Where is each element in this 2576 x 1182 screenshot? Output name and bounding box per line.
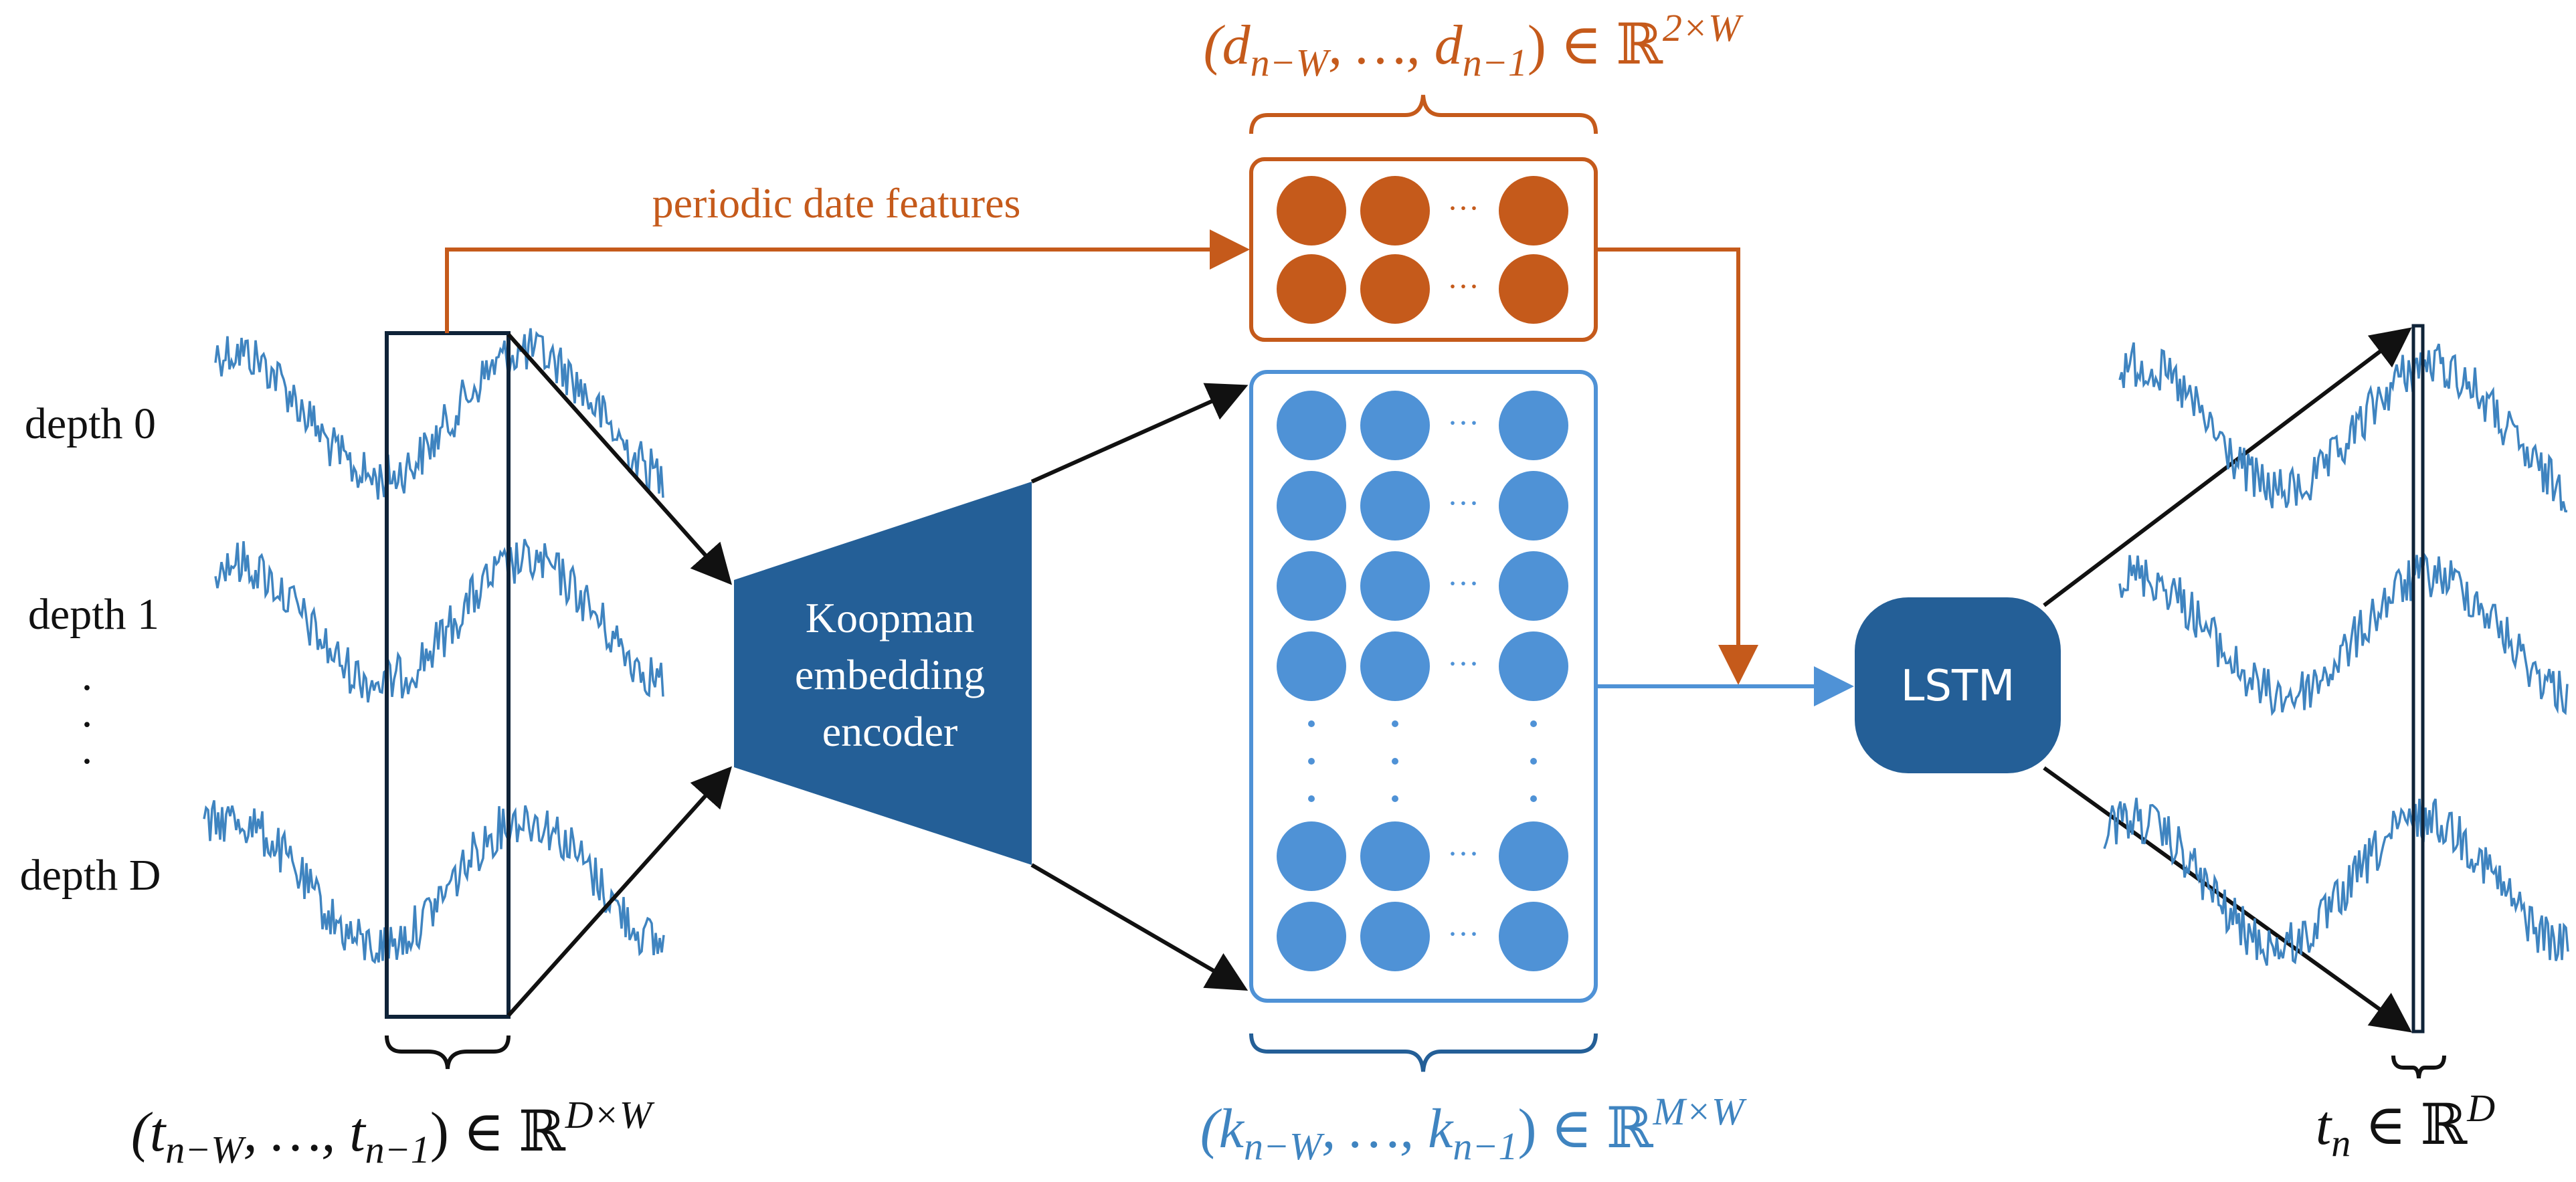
date-features-formula: (dn−W, …, dn−1) ∈ ℝ2×W [1204, 6, 1744, 84]
koopman-vdots [1308, 795, 1315, 802]
koopman-embedding-nodes: ··· ··· ··· ··· ··· ··· [1277, 391, 1568, 971]
arrow-encoder-to-koopman-bottom [1030, 863, 1249, 991]
date-row-2-node-2 [1360, 254, 1430, 324]
arrow-window-to-encoder-bottom [507, 766, 733, 1017]
output-signal-depth-D [2103, 797, 2569, 966]
koopman-row-4-node-2 [1360, 631, 1430, 701]
date-row-2-ellipsis: ··· [1447, 269, 1479, 304]
output-bar [2411, 324, 2425, 1033]
periodic-features-label: periodic date features [652, 179, 1021, 227]
koopman-row-2-node-2 [1360, 471, 1430, 540]
date-row-2-node-1 [1277, 254, 1346, 324]
output-signal-depth-0 [2118, 342, 2568, 513]
output-signals [2103, 342, 2569, 966]
encoder-label-line1: Koopman [806, 594, 974, 642]
koopman-row-1-ellipsis: ··· [1447, 405, 1479, 441]
encoder-label-line3: encoder [822, 708, 958, 755]
koopman-row-3-node-last [1499, 551, 1568, 621]
koopman-row-2-node-1 [1277, 471, 1346, 540]
input-window-brace [385, 1035, 511, 1070]
koopman-encoder-shape [734, 482, 1032, 865]
date-row-1-ellipsis: ··· [1447, 191, 1479, 226]
koopman-vdots [1308, 758, 1315, 765]
date-row-1-node-2 [1360, 176, 1430, 245]
output-formula: tn ∈ ℝD [2316, 1086, 2495, 1165]
koopman-row-1-node-2 [1360, 391, 1430, 460]
lstm-label: LSTM [1901, 662, 2015, 711]
koopman-vdots [1308, 720, 1315, 727]
koopman-row-3-node-1 [1277, 551, 1346, 621]
koopman-row-4-ellipsis: ··· [1447, 646, 1479, 682]
signal-depth-1 [214, 538, 664, 703]
koopman-row-4-node-last [1499, 631, 1568, 701]
koopman-vdots [1392, 758, 1398, 765]
date-features-brace [1249, 94, 1598, 134]
arrow-lstm-to-output-top [2043, 327, 2412, 607]
input-window-rect [385, 331, 511, 1019]
koopman-row-last-1-node-1 [1277, 821, 1346, 891]
koopman-row-last-2-ellipsis: ··· [1447, 916, 1479, 952]
output-signal-depth-1 [2118, 552, 2569, 716]
depth-0-label: depth 0 [25, 399, 156, 448]
input-signals [203, 328, 665, 965]
signal-depth-0 [214, 328, 664, 500]
date-features-to-lstm-arrow [1596, 248, 1758, 685]
koopman-row-3-ellipsis: ··· [1447, 566, 1479, 601]
date-row-2-node-last [1499, 254, 1568, 324]
koopman-row-2-ellipsis: ··· [1447, 486, 1479, 521]
koopman-row-last-2-node-last [1499, 902, 1568, 971]
periodic-feature-arrow [445, 229, 1250, 333]
koopman-row-1-node-1 [1277, 391, 1346, 460]
koopman-vdots [1530, 758, 1537, 765]
arrow-encoder-to-koopman-top [1030, 383, 1249, 484]
input-window-formula: (tn−W, …, tn−1) ∈ ℝD×W [131, 1093, 655, 1171]
koopman-embedding-formula: (kn−W, …, kn−1) ∈ ℝM×W [1200, 1090, 1747, 1168]
arrow-window-to-encoder-top [507, 333, 732, 585]
koopman-row-last-1-ellipsis: ··· [1447, 836, 1479, 872]
koopman-vdots [1530, 720, 1537, 727]
depth-dots-2: · [80, 700, 94, 749]
koopman-vdots [1530, 795, 1537, 802]
output-brace [2391, 1055, 2446, 1079]
koopman-embedding-brace [1249, 1033, 1598, 1072]
koopman-vdots [1392, 795, 1398, 802]
depth-D-label: depth D [20, 851, 161, 900]
signal-depth-D [203, 800, 665, 965]
depth-dots-1: · [80, 664, 94, 712]
koopman-row-1-node-last [1499, 391, 1568, 460]
depth-dots-3: · [80, 737, 94, 786]
depth-1-label: depth 1 [28, 590, 159, 639]
koopman-row-2-node-last [1499, 471, 1568, 540]
arrow-lstm-to-output-bottom [2043, 766, 2412, 1033]
koopman-vdots [1392, 720, 1398, 727]
lstm-block [1855, 597, 2061, 773]
koopman-row-last-1-node-last [1499, 821, 1568, 891]
encoder-label-line2: embedding [795, 651, 985, 698]
koopman-row-last-2-node-2 [1360, 902, 1430, 971]
koopman-row-last-1-node-2 [1360, 821, 1430, 891]
koopman-row-4-node-1 [1277, 631, 1346, 701]
date-row-1-node-last [1499, 176, 1568, 245]
koopman-row-last-2-node-1 [1277, 902, 1346, 971]
koopman-row-3-node-2 [1360, 551, 1430, 621]
date-row-1-node-1 [1277, 176, 1346, 245]
date-features-nodes: ··· ··· [1277, 176, 1568, 324]
